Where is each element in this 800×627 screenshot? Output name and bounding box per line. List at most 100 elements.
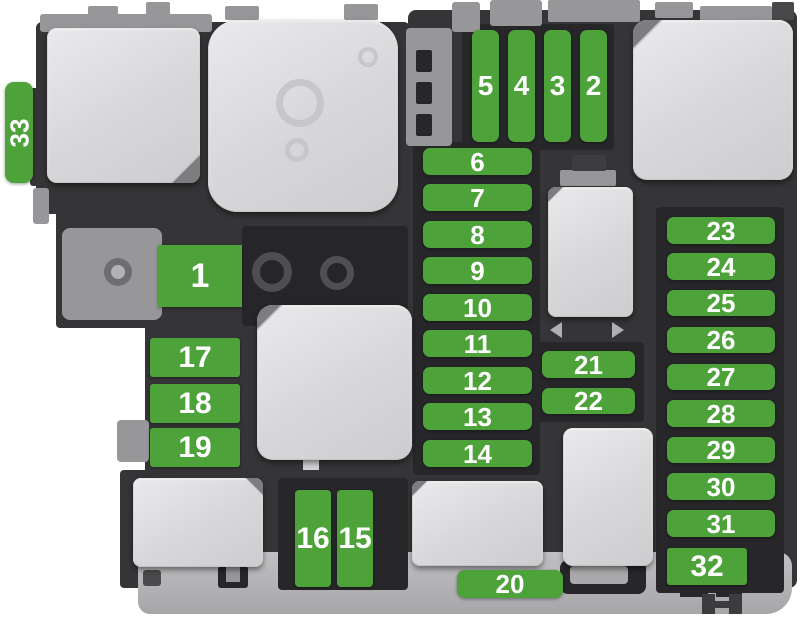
fuse-17-number: 17 bbox=[178, 340, 212, 374]
fuse-31-number: 31 bbox=[706, 508, 736, 539]
relay-center bbox=[257, 305, 412, 460]
fuse-3-number: 3 bbox=[549, 70, 566, 101]
fuse-24: 24 bbox=[667, 253, 775, 280]
relay-top-center-ring-3 bbox=[358, 47, 378, 67]
relay-socket-ring-a bbox=[252, 252, 292, 292]
fuse-21: 21 bbox=[542, 351, 635, 378]
top-clip-f bbox=[490, 0, 542, 26]
fuse-12: 12 bbox=[423, 367, 532, 394]
relay-bottom-center bbox=[412, 481, 543, 566]
fuse-4-number: 4 bbox=[513, 70, 530, 101]
top-clip-d bbox=[344, 4, 378, 20]
fuse-19: 19 bbox=[150, 428, 240, 467]
curl-bottom-left bbox=[143, 570, 161, 586]
fuse-27: 27 bbox=[667, 364, 775, 390]
fuse-14: 14 bbox=[423, 440, 532, 467]
fuse-28-number: 28 bbox=[706, 398, 736, 429]
fuse-31: 31 bbox=[667, 510, 775, 537]
fuse-19-number: 19 bbox=[178, 430, 212, 464]
relay-top-left bbox=[47, 28, 200, 183]
fuse-6: 6 bbox=[423, 148, 532, 175]
top-clip-dark-tip bbox=[772, 2, 794, 20]
fuse-10: 10 bbox=[423, 294, 532, 321]
clip-bottom-right-bar bbox=[702, 601, 742, 608]
fuse-18: 18 bbox=[150, 384, 240, 423]
fuse-5-number: 5 bbox=[477, 70, 494, 101]
fuse-30-number: 30 bbox=[706, 471, 736, 502]
relay-top-center-ring-2 bbox=[285, 138, 309, 162]
relay-center-fold-corner bbox=[257, 305, 283, 331]
fuse-29-number: 29 bbox=[706, 435, 736, 465]
fuse-7-number: 7 bbox=[470, 182, 485, 213]
relay-bottom-left bbox=[133, 478, 263, 567]
fuse-11-number: 11 bbox=[463, 328, 492, 359]
fuse-16: 16 bbox=[295, 490, 331, 587]
fuse-17: 17 bbox=[150, 338, 240, 377]
top-strip-a bbox=[548, 0, 640, 22]
fuse-32-number: 32 bbox=[690, 549, 724, 583]
fuse-2-number: 2 bbox=[585, 70, 602, 101]
top-clip-a bbox=[88, 6, 118, 20]
fuse-10-number: 10 bbox=[463, 292, 492, 323]
fuse-5: 5 bbox=[472, 30, 499, 142]
fuse-25-number: 25 bbox=[706, 288, 736, 318]
fuse-26-number: 26 bbox=[706, 325, 736, 355]
relay-bottom-mid bbox=[563, 428, 653, 566]
fuse-2: 2 bbox=[580, 30, 607, 142]
top-bar bbox=[40, 14, 212, 32]
relay-top-center bbox=[208, 20, 398, 212]
relay-socket-ring-b bbox=[320, 256, 354, 290]
fuse-21-number: 21 bbox=[574, 349, 603, 380]
fuse-16-number: 16 bbox=[296, 521, 330, 555]
fuse-33: 33 bbox=[4, 82, 35, 183]
edge-backing-fuse-33 bbox=[30, 88, 48, 186]
relay-bottom-left-fold-corner bbox=[245, 478, 263, 496]
fuse-1-number: 1 bbox=[190, 257, 210, 295]
fuse-1: 1 bbox=[158, 245, 242, 307]
fuse-12-number: 12 bbox=[463, 365, 492, 396]
fuse-6-number: 6 bbox=[470, 146, 485, 177]
fuse-29: 29 bbox=[667, 437, 775, 463]
relay-mid-right bbox=[548, 187, 633, 317]
fuse-22-number: 22 bbox=[574, 386, 603, 416]
slot-bottom-right-a bbox=[680, 586, 708, 597]
top-connector-slot-1 bbox=[416, 50, 432, 72]
top-strip-b bbox=[700, 6, 772, 24]
step-left bbox=[117, 420, 149, 462]
slot-under-bottom-mid-inner bbox=[570, 566, 628, 584]
relay-top-center-ring-1 bbox=[276, 79, 324, 127]
fuse-11: 11 bbox=[423, 330, 532, 357]
fuse-13: 13 bbox=[423, 403, 532, 430]
fuse-15: 15 bbox=[337, 490, 373, 587]
fuse-33-number: 33 bbox=[4, 118, 35, 147]
fuse-8-number: 8 bbox=[470, 219, 485, 250]
top-clip-e bbox=[452, 2, 480, 32]
relay-bottom-center-fold-corner bbox=[412, 481, 428, 497]
fuse-14-number: 14 bbox=[463, 438, 492, 469]
relay-top-right-fold-corner bbox=[633, 20, 663, 50]
top-clip-c bbox=[225, 6, 259, 20]
fuse-22: 22 bbox=[542, 388, 635, 414]
fuse-23-number: 23 bbox=[706, 215, 736, 246]
top-clip-b bbox=[146, 2, 170, 18]
fuse-18-number: 18 bbox=[178, 386, 212, 420]
fuse-25: 25 bbox=[667, 290, 775, 316]
top-connector-slot-2 bbox=[416, 82, 432, 104]
relay-mid-right-fold-corner bbox=[548, 187, 564, 203]
fuse-4: 4 bbox=[508, 30, 535, 142]
fuse-8: 8 bbox=[423, 221, 532, 248]
stud-inner bbox=[111, 265, 125, 279]
fuse-9-number: 9 bbox=[470, 255, 485, 286]
fuse-3: 3 bbox=[544, 30, 571, 142]
top-connector-slot-3 bbox=[416, 114, 432, 136]
fuse-15-number: 15 bbox=[338, 521, 372, 555]
fuse-13-number: 13 bbox=[463, 401, 492, 432]
fuse-28: 28 bbox=[667, 400, 775, 427]
fuse-26: 26 bbox=[667, 327, 775, 353]
fuse-32: 32 bbox=[667, 548, 747, 585]
fuse-7: 7 bbox=[423, 184, 532, 211]
relay-mid-right-top-clip bbox=[560, 170, 616, 186]
edge-bump-left bbox=[33, 188, 49, 224]
fuse-20: 20 bbox=[457, 570, 563, 598]
